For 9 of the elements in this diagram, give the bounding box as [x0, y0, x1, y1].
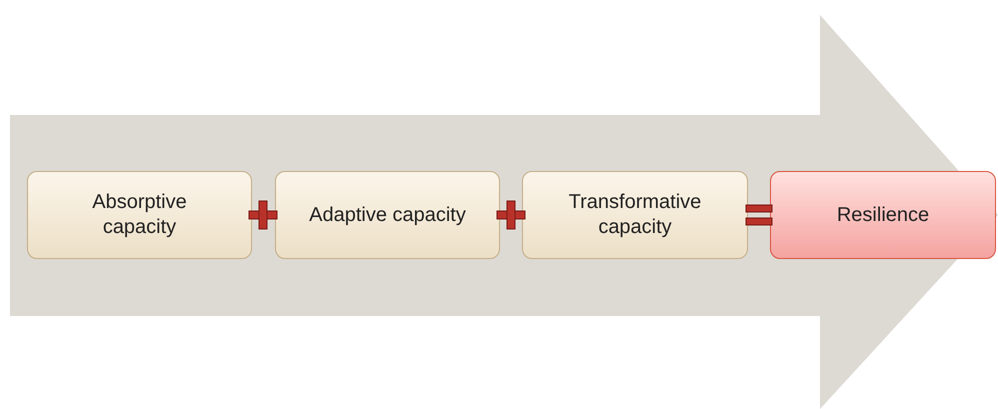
box-label: Resilience — [836, 202, 930, 228]
box-label: Transformative capacity — [568, 190, 702, 240]
capacity-box — [275, 171, 500, 259]
box-label: Absorptive capacity — [91, 190, 188, 240]
box-label: Adaptive capacity — [309, 202, 466, 228]
result-box — [770, 171, 996, 259]
block-arrow — [10, 15, 998, 409]
capacity-box — [522, 171, 748, 259]
capacity-box — [27, 171, 252, 259]
